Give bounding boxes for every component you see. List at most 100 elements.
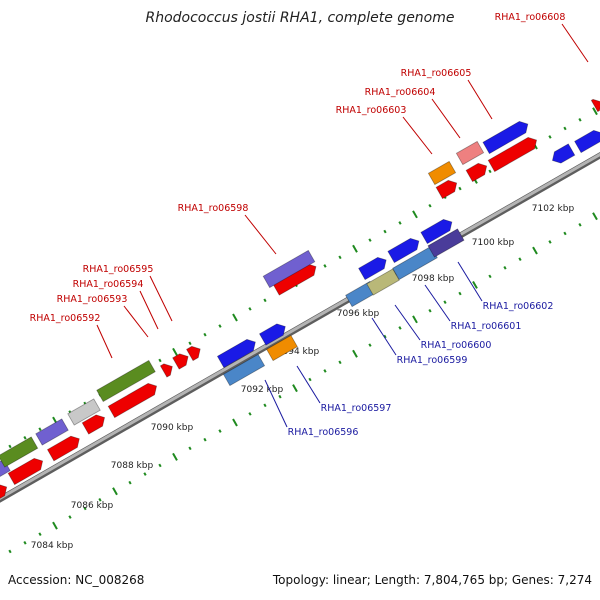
- minor-tick: [248, 412, 252, 416]
- minor-tick: [278, 394, 282, 399]
- minor-tick: [458, 291, 462, 296]
- gene-arrow: [465, 162, 488, 183]
- gene-arrow: [487, 136, 538, 173]
- minor-tick: [8, 549, 12, 554]
- minor-tick: [218, 429, 222, 433]
- map-title: Rhodococcus jostii RHA1, complete genome: [145, 10, 455, 26]
- gene-label-forward: RHA1_ro06592: [30, 313, 101, 324]
- minor-tick: [578, 222, 582, 227]
- gene-arrow: [107, 382, 158, 419]
- gene-arrow: [551, 143, 576, 164]
- lower-tick-track: [8, 212, 598, 554]
- leader-line: [457, 261, 483, 302]
- minor-tick: [428, 308, 432, 313]
- gene-label-forward: RHA1_ro06605: [401, 68, 472, 79]
- major-tick: [232, 313, 238, 322]
- gene-box: [222, 353, 266, 387]
- minor-tick: [203, 437, 207, 442]
- gene-label-forward: RHA1_ro06593: [57, 294, 128, 305]
- minor-tick: [188, 341, 192, 346]
- minor-tick: [458, 186, 462, 191]
- gene-label-reverse: RHA1_ro06601: [451, 321, 522, 332]
- gene-arrow: [358, 256, 387, 281]
- gene-box: [455, 140, 485, 166]
- minor-tick: [218, 324, 222, 328]
- gene-label-forward: RHA1_ro06604: [365, 87, 436, 98]
- gene-arrow: [574, 129, 600, 154]
- gene-arrow: [159, 363, 173, 378]
- minor-tick: [248, 307, 252, 311]
- gene-arrow: [258, 323, 286, 346]
- gene-box: [0, 436, 39, 468]
- minor-tick: [578, 117, 582, 122]
- minor-tick: [428, 203, 432, 208]
- major-tick: [412, 210, 418, 219]
- gene-arrow: [0, 483, 8, 504]
- leader-line: [296, 365, 321, 404]
- leader-line: [139, 290, 159, 330]
- kbp-label: 7098 kbp: [412, 274, 455, 284]
- leader-line: [264, 379, 288, 428]
- leader-line: [244, 214, 277, 255]
- minor-tick: [398, 326, 402, 330]
- minor-tick: [338, 360, 342, 365]
- gene-label-reverse: RHA1_ro06597: [321, 403, 392, 414]
- gene-box: [96, 359, 156, 403]
- gene-label-forward: RHA1_ro06594: [73, 279, 144, 290]
- kbp-label: 7102 kbp: [532, 204, 575, 214]
- gene-box: [366, 268, 400, 296]
- minor-tick: [548, 240, 552, 244]
- major-tick: [352, 244, 358, 253]
- gene-box: [35, 418, 69, 446]
- kbp-label: 7094 kbp: [277, 347, 320, 357]
- accession-text: Accession: NC_008268: [8, 573, 145, 587]
- gene-label-reverse: RHA1_ro06602: [483, 301, 554, 312]
- minor-tick: [38, 427, 42, 432]
- kbp-label: 7090 kbp: [151, 423, 194, 433]
- minor-tick: [38, 532, 42, 537]
- major-tick: [412, 315, 418, 324]
- kbp-label: 7096 kbp: [337, 309, 380, 319]
- kbp-label: 7088 kbp: [111, 461, 154, 471]
- kbp-label: 7100 kbp: [472, 238, 515, 248]
- leader-line: [371, 317, 397, 356]
- minor-tick: [128, 480, 132, 485]
- minor-tick: [203, 332, 207, 337]
- kbp-label: 7092 kbp: [241, 385, 284, 395]
- minor-tick: [98, 498, 102, 502]
- minor-tick: [23, 436, 27, 440]
- minor-tick: [488, 274, 492, 279]
- gene-label-forward: RHA1_ro06603: [336, 105, 407, 116]
- leader-line: [96, 324, 113, 359]
- gene-arrow: [7, 457, 44, 486]
- leader-line: [561, 23, 589, 63]
- minor-tick: [383, 334, 387, 339]
- gene-box: [67, 398, 101, 426]
- minor-tick: [143, 472, 147, 476]
- minor-tick: [23, 541, 27, 545]
- gene-arrow: [590, 98, 600, 113]
- minor-tick: [68, 515, 72, 519]
- gene-arrow: [186, 345, 201, 362]
- major-tick: [172, 452, 178, 461]
- minor-tick: [338, 255, 342, 260]
- gene-label-reverse: RHA1_ro06596: [288, 427, 359, 438]
- gene-arrow: [435, 179, 458, 200]
- gene-box: [392, 245, 438, 281]
- major-tick: [532, 246, 538, 255]
- major-tick: [52, 521, 58, 530]
- minor-tick: [443, 300, 447, 304]
- minor-tick: [83, 506, 87, 511]
- gene-box: [427, 228, 465, 258]
- gene-arrow: [46, 435, 80, 462]
- gene-label-forward: RHA1_ro06598: [178, 203, 249, 214]
- minor-tick: [548, 135, 552, 139]
- major-tick: [112, 487, 118, 496]
- gene-label-reverse: RHA1_ro06599: [397, 355, 468, 366]
- minor-tick: [308, 377, 312, 382]
- major-tick: [352, 349, 358, 358]
- minor-tick: [503, 265, 507, 270]
- minor-tick: [323, 369, 327, 373]
